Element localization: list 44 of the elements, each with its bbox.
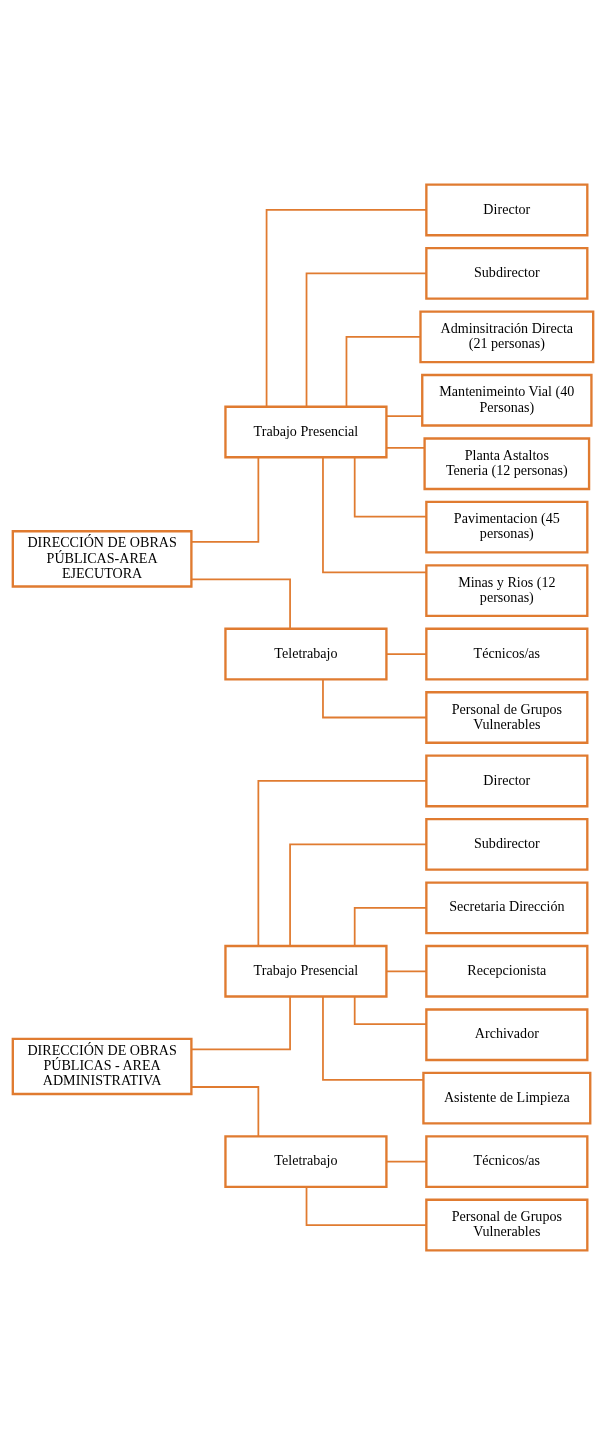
node-box: Archivador (425, 1007, 589, 1061)
connector (385, 1160, 428, 1162)
connector (385, 969, 428, 972)
node-box: Subdirector (425, 246, 589, 300)
connector (190, 995, 291, 1050)
node-box: Planta Astaltos Teneria (12 personas) (423, 436, 591, 490)
connector (190, 456, 260, 543)
node-box: Técnicos/as (425, 1134, 589, 1188)
node-box: Mantenimeinto Vial (40 Personas) (421, 373, 593, 427)
connector (353, 906, 428, 947)
node-box: Personal de Grupos Vulnerables (425, 690, 589, 744)
connector (385, 652, 428, 655)
node-box: Teletrabajo (224, 627, 388, 680)
connector (345, 335, 421, 407)
connector (322, 995, 424, 1081)
node-box: Minas y Rios (12 personas) (425, 563, 589, 617)
node-box: Secretaria Dirección (425, 880, 589, 934)
connector (257, 779, 428, 947)
connector (305, 1185, 427, 1226)
connector (190, 578, 291, 629)
connector (385, 446, 426, 449)
node-box: Director (425, 183, 589, 236)
node-box: Asistente de Limpieza (422, 1071, 592, 1125)
connector (353, 456, 428, 517)
node-box: DIRECCIÓN DE OBRAS PÚBLICAS - AREA ADMINISTRATIVA (11, 1037, 193, 1095)
node-box: Pavimentacion (45 personas) (425, 500, 589, 554)
node-box: Director (425, 754, 589, 807)
node-box: Subdirector (425, 817, 589, 871)
node-box: Trabajo Presencial (224, 405, 388, 458)
connector (289, 843, 427, 947)
connector (305, 272, 427, 407)
node-box: Teletrabajo (224, 1134, 388, 1188)
connector (190, 1085, 260, 1137)
node-box: Personal de Grupos Vulnerables (425, 1198, 589, 1251)
node-box: Adminsitración Directa (21 personas) (419, 309, 595, 363)
node-box: DIRECCIÓN DE OBRAS PÚBLICAS-AREA EJECUTORA (11, 529, 193, 588)
connector (322, 678, 428, 718)
node-box: Recepcionista (425, 944, 589, 998)
connector (265, 208, 428, 407)
connector (385, 414, 423, 417)
connector (353, 995, 428, 1025)
connector (322, 456, 428, 573)
node-box: Trabajo Presencial (224, 944, 388, 998)
node-box: Técnicos/as (425, 627, 589, 680)
